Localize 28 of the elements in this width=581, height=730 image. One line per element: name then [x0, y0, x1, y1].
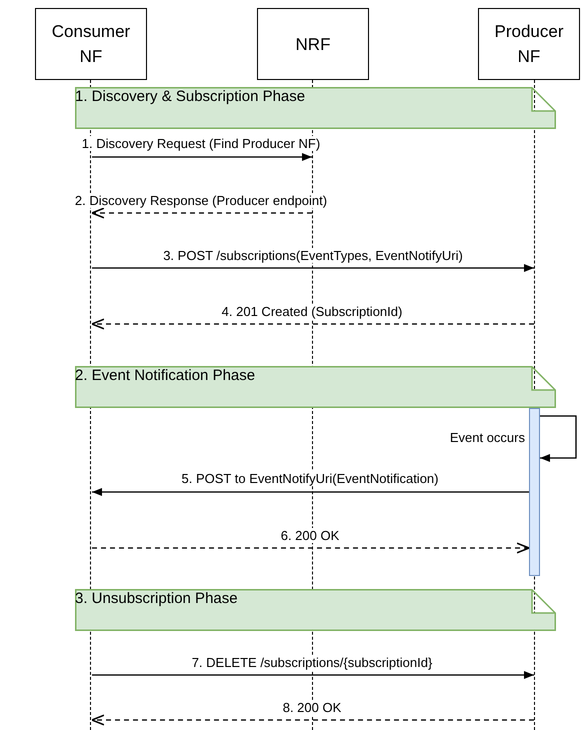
phase-note	[75, 87, 556, 129]
edge-label: 7. DELETE /subscriptions/{subscriptionId}	[190, 655, 434, 670]
edge-label: 5. POST to EventNotifyUri(EventNotification)	[180, 471, 440, 486]
message-arrow	[91, 207, 312, 219]
phase-note	[75, 366, 556, 408]
edge-label: Event occurs	[448, 430, 526, 445]
phase-title: 2. Event Notification Phase	[75, 367, 256, 385]
message-arrow	[92, 671, 534, 679]
participant-box: Producer NF	[478, 8, 580, 80]
message-arrow	[92, 488, 529, 496]
message-arrow	[92, 542, 530, 554]
edge-label: 1. Discovery Request (Find Producer NF)	[80, 136, 322, 151]
activation-bar	[529, 408, 540, 576]
message-arrow	[92, 264, 534, 272]
participant-box: NRF	[257, 8, 369, 80]
message-arrow	[91, 318, 534, 330]
message-arrow	[91, 714, 534, 726]
edge-label: 4. 201 Created (SubscriptionId)	[220, 304, 404, 319]
participant-box: Consumer NF	[35, 8, 147, 80]
phase-title: 3. Unsubscription Phase	[75, 590, 238, 608]
edge-label: 2. Discovery Response (Producer endpoint)	[74, 193, 328, 208]
edge-label: 8. 200 OK	[282, 700, 342, 715]
self-message-arrow	[540, 415, 577, 462]
message-arrow	[92, 153, 312, 161]
phase-note	[75, 589, 556, 631]
edge-label: 6. 200 OK	[280, 528, 340, 543]
edge-label: 3. POST /subscriptions(EventTypes, EventNotifyUri)	[162, 248, 464, 263]
phase-title: 1. Discovery & Subscription Phase	[75, 88, 306, 106]
